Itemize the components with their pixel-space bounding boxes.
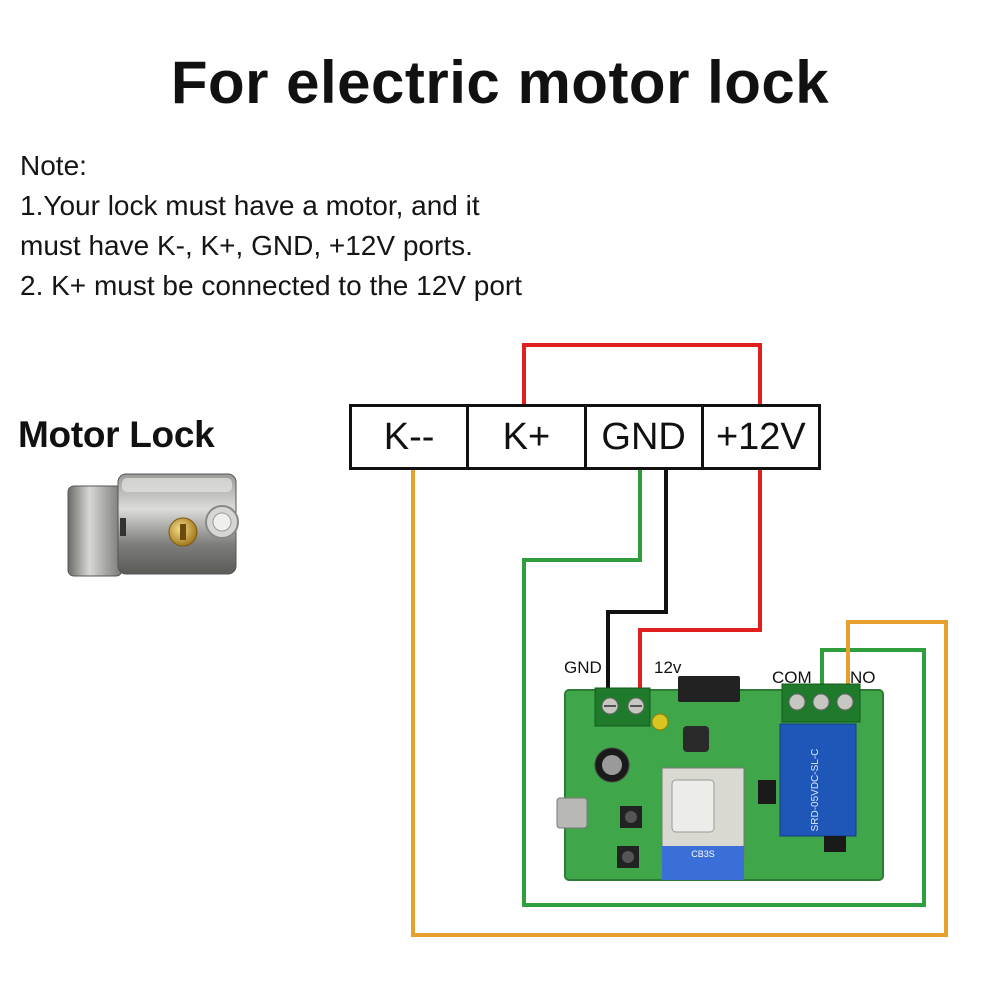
black-wire-gnd bbox=[606, 470, 668, 690]
page-title: For electric motor lock bbox=[170, 49, 830, 116]
lock-terminal-row: K-- K+ GND +12V bbox=[349, 404, 821, 470]
board-gnd-label: GND bbox=[564, 658, 602, 677]
relay-text: SRD-05VDC-SL-C bbox=[810, 749, 821, 832]
red-wire-12v bbox=[638, 470, 762, 690]
note-line-1: 1.Your lock must have a motor, and it bbox=[20, 190, 480, 221]
note-line-2: must have K-, K+, GND, +12V ports. bbox=[20, 230, 473, 261]
orange-wire-k bbox=[411, 470, 948, 937]
motor-lock-label: Motor Lock bbox=[18, 414, 215, 455]
green-wire-gnd bbox=[522, 470, 926, 907]
note-line-3: 2. K+ must be connected to the 12V port bbox=[20, 270, 522, 301]
terminal-gnd: GND bbox=[587, 407, 704, 467]
note-heading: Note: bbox=[20, 150, 87, 181]
terminal-12v: +12V bbox=[715, 415, 806, 458]
note-block: Note: 1.Your lock must have a motor, and… bbox=[20, 146, 522, 306]
motor-lock-icon bbox=[67, 473, 239, 577]
module-text: CB3S bbox=[691, 849, 715, 859]
board-com-label: COM bbox=[772, 668, 812, 687]
terminal-k-minus: K-- bbox=[352, 407, 470, 467]
relay-board: SRD-05VDC-SL-C CB3S bbox=[556, 676, 884, 881]
board-no-label: NO bbox=[850, 668, 876, 687]
board-12v-label: 12v bbox=[654, 658, 682, 677]
terminal-k-plus: K+ bbox=[469, 407, 587, 467]
red-wire-top bbox=[522, 343, 762, 404]
